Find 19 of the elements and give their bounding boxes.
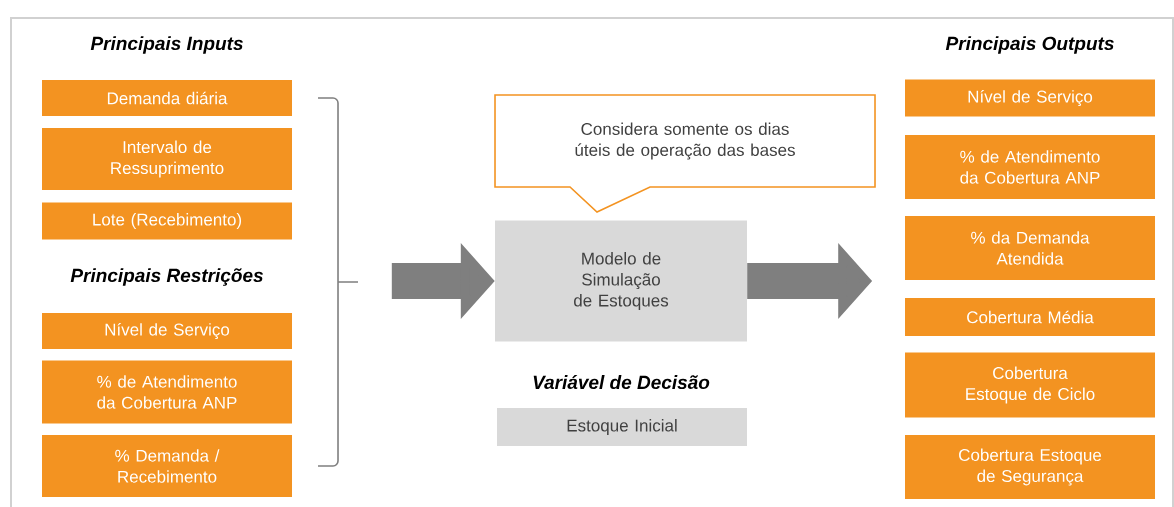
process-box: Modelo de Simulação de Estoques [495,220,747,342]
output-box: Cobertura Média [905,298,1155,336]
output-box: % de Atendimento da Cobertura ANP [905,135,1155,199]
output-box: % da Demanda Atendida [905,216,1155,280]
input-box: % de Atendimento da Cobertura ANP [42,360,292,424]
section-heading: Principais Outputs [945,36,1114,54]
input-box: Nível de Serviço [42,313,292,349]
input-box: Demanda diária [42,80,292,116]
callout-bubble: Considera somente os dias úteis de operação das bases [494,94,876,213]
input-box: Lote (Recebimento) [42,202,292,240]
output-box: Cobertura Estoque de Segurança [905,435,1155,499]
input-box: Intervalo de Ressuprimento [42,128,292,190]
output-box: Nível de Serviço [905,79,1155,117]
input-box: % Demanda / Recebimento [42,435,292,497]
variable-box: Estoque Inicial [497,408,747,446]
output-box: Cobertura Estoque de Ciclo [905,352,1155,418]
section-heading: Principais Restrições [70,268,263,286]
section-heading: Principais Inputs [90,36,243,54]
section-heading: Variável de Decisão [533,374,710,390]
